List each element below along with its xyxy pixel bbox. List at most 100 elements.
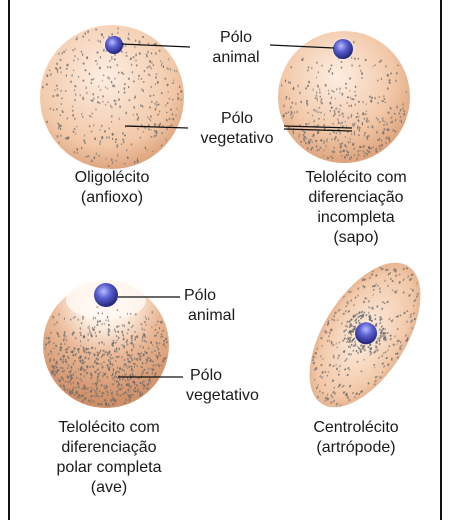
yolk-granule (329, 101, 332, 105)
yolk-granule (101, 312, 104, 315)
yolk-granule (50, 352, 52, 355)
periplasm-ring (343, 310, 389, 356)
yolk-granule (88, 39, 90, 42)
yolk-granule (129, 386, 131, 388)
yolk-granule (149, 359, 152, 363)
yolk-granule (84, 385, 86, 389)
yolk-granule (371, 270, 374, 273)
yolk-granule (156, 331, 159, 334)
yolk-granule (66, 63, 69, 67)
yolk-granule (115, 138, 118, 141)
yolk-granule (112, 377, 115, 380)
yolk-granule (349, 290, 352, 293)
yolk-granule (122, 333, 125, 337)
yolk-granule (130, 63, 133, 66)
yolk-granule (157, 347, 160, 351)
yolk-granule (116, 63, 119, 67)
yolk-granule (52, 315, 55, 319)
yolk-granule (55, 331, 58, 334)
yolk-granule (122, 386, 124, 389)
yolk-granule (345, 87, 348, 89)
yolk-granule (85, 155, 87, 159)
yolk-granule (118, 347, 120, 351)
yolk-granule (99, 128, 101, 131)
yolk-granule (93, 97, 95, 101)
yolk-granule (375, 116, 378, 120)
yolk-granules (44, 306, 168, 407)
yolk-granule (67, 376, 70, 379)
yolk-granule (324, 331, 327, 334)
yolk-granule (101, 394, 103, 398)
yolk-granule (85, 391, 87, 395)
yolk-granule (339, 91, 341, 94)
yolk-granule (330, 64, 333, 67)
yolk-granule (175, 70, 177, 73)
yolk-granule (87, 351, 90, 354)
yolk-granule (65, 351, 68, 354)
yolk-granule (64, 360, 67, 363)
yolk-granule (80, 379, 83, 383)
yolk-granule (335, 363, 337, 366)
yolk-granule (110, 353, 112, 356)
yolk-granule (373, 363, 376, 367)
yolk-granule (354, 396, 356, 399)
yolk-granule (350, 344, 353, 346)
yolk-granule (383, 365, 386, 368)
yolk-granule (303, 139, 306, 142)
yolk-granule (391, 289, 394, 292)
yolk-granule (145, 351, 148, 355)
label-polo-vegetativo-ave: Pólo vegetativo (186, 366, 282, 406)
yolk-granule (96, 351, 99, 354)
yolk-granule (372, 146, 375, 149)
yolk-granule (339, 145, 342, 149)
yolk-granule (158, 124, 161, 127)
yolk-granule (65, 48, 67, 51)
yolk-granule (390, 116, 393, 119)
yolk-granule (172, 98, 174, 101)
yolk-granule (319, 95, 322, 98)
yolk-granule (65, 335, 67, 338)
yolk-granule (108, 127, 111, 130)
yolk-granule (135, 384, 138, 387)
yolk-granule (123, 365, 125, 368)
yolk-granule (332, 122, 334, 125)
yolk-granule (59, 134, 62, 137)
yolk-granule (370, 99, 373, 102)
yolk-granule (72, 49, 74, 52)
yolk-granule (398, 280, 401, 284)
yolk-granule (387, 363, 390, 367)
yolk-granule (72, 130, 75, 133)
yolk-granule (161, 320, 163, 324)
yolk-granule (123, 141, 125, 144)
yolk-granule (393, 269, 396, 272)
yolk-granule (302, 133, 305, 137)
yolk-granule (82, 62, 85, 65)
yolk-granule (72, 349, 75, 353)
yolk-granule (52, 365, 55, 369)
yolk-granule (148, 60, 152, 63)
yolk-granule (381, 354, 384, 358)
yolk-granule (121, 368, 124, 371)
yolk-granule (346, 396, 349, 399)
yolk-granule (115, 140, 117, 144)
yolk-granule (329, 328, 332, 331)
yolk-granule (357, 294, 359, 297)
yolk-granule (312, 88, 314, 92)
yolk-granule (327, 398, 330, 401)
yolk-granule (353, 328, 356, 331)
yolk-granule (93, 400, 95, 404)
yolk-granule (348, 290, 351, 294)
yolk-granule (369, 314, 372, 317)
yolk-granule (327, 321, 330, 324)
yolk-granule (332, 356, 335, 359)
yolk-granule (402, 278, 405, 281)
yolk-granule (313, 368, 317, 371)
yolk-granule (118, 90, 120, 94)
yolk-granule (79, 373, 82, 376)
yolk-granule (118, 371, 120, 373)
yolk-granule (383, 123, 385, 126)
yolk-granule (328, 335, 330, 338)
yolk-granule (90, 395, 92, 399)
yolk-granule (102, 95, 104, 98)
yolk-granule (416, 292, 419, 296)
